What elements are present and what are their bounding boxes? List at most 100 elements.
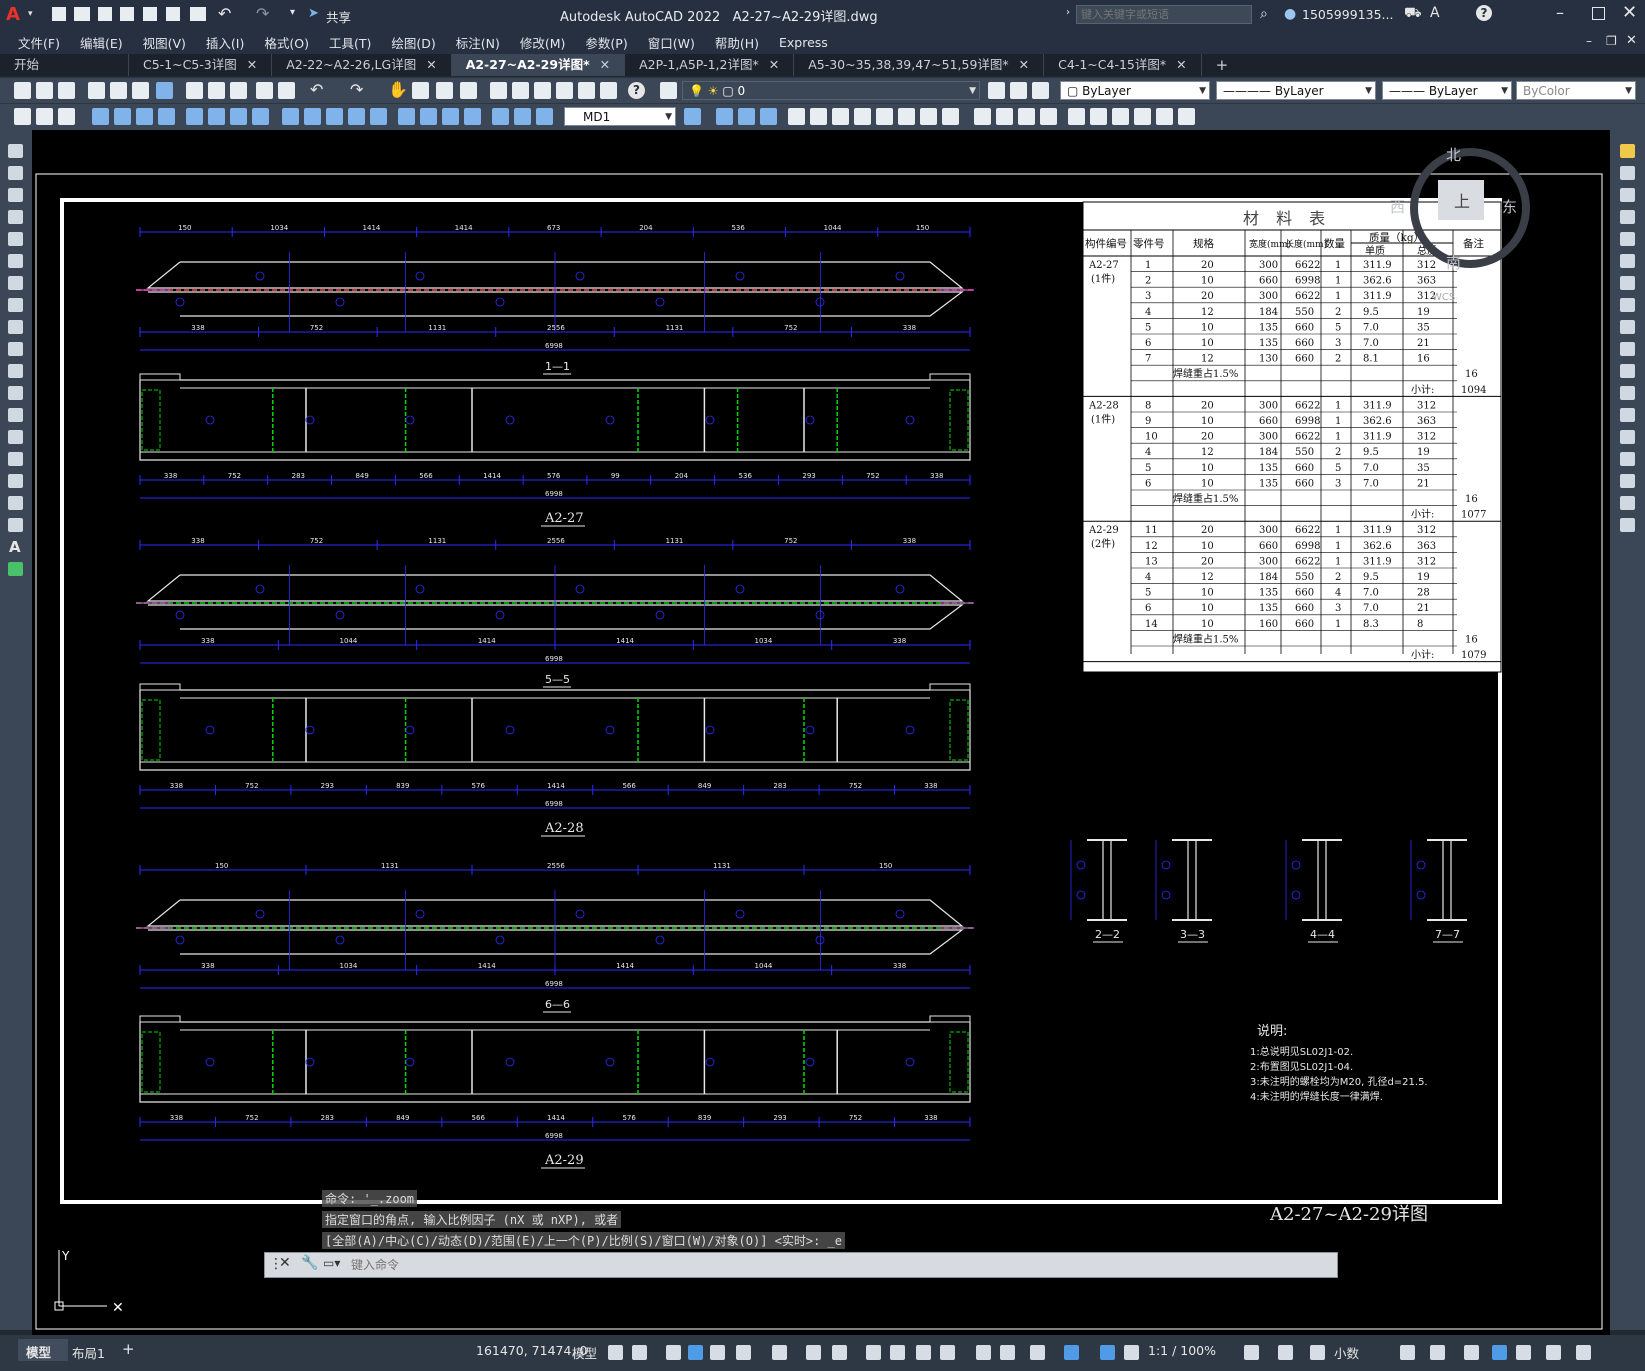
hardware-acceleration-icon[interactable]: [1492, 1345, 1507, 1360]
visual-style-icon[interactable]: [974, 108, 991, 125]
tab-close-icon[interactable]: ✕: [768, 57, 780, 72]
close-icon[interactable]: ✕: [1622, 2, 1638, 23]
markup-icon[interactable]: [578, 82, 595, 99]
zoom-window-icon[interactable]: [436, 82, 453, 99]
layer-states-icon[interactable]: [1032, 82, 1049, 99]
layer-iso-icon[interactable]: [36, 108, 53, 125]
units-icon[interactable]: [1310, 1345, 1325, 1360]
trim-icon[interactable]: [1620, 342, 1635, 356]
dim-text-edit-icon[interactable]: [514, 108, 531, 125]
tab-a2p[interactable]: A2P-1,A5P-1,2详图*✕: [625, 54, 795, 76]
ordinate-dim-icon[interactable]: [158, 108, 175, 125]
arc-icon[interactable]: [8, 254, 23, 268]
hidden-style-icon[interactable]: [996, 108, 1013, 125]
linear-dim-icon[interactable]: [92, 108, 109, 125]
menu-tools[interactable]: 工具(T): [328, 35, 372, 51]
menu-draw[interactable]: 绘图(D): [391, 35, 436, 51]
explode-icon[interactable]: [1620, 518, 1635, 532]
block-editor-icon[interactable]: [278, 82, 295, 99]
ucs-face-icon[interactable]: [854, 108, 871, 125]
break-point-icon[interactable]: [1620, 386, 1635, 400]
add-layout-icon[interactable]: +: [122, 1340, 135, 1358]
units-value[interactable]: 小数: [1334, 1346, 1360, 1361]
cart-icon[interactable]: ⛟: [1404, 5, 1422, 21]
fullscreen-icon[interactable]: [1576, 1345, 1591, 1360]
selection-filter-icon[interactable]: [1000, 1345, 1015, 1360]
circle-icon[interactable]: [8, 276, 23, 290]
selection-cycling-icon[interactable]: [916, 1345, 931, 1360]
3d-osnap-icon[interactable]: [940, 1345, 955, 1360]
revcloud-icon[interactable]: [8, 298, 23, 312]
ucs-view-icon[interactable]: [898, 108, 915, 125]
object-snap-icon[interactable]: [832, 1345, 847, 1360]
stretch-icon[interactable]: [1620, 320, 1635, 334]
menu-modify[interactable]: 修改(M): [519, 35, 566, 51]
menu-help[interactable]: 帮助(H): [714, 35, 759, 51]
gradient-icon[interactable]: [8, 474, 23, 488]
mirror-icon[interactable]: [1620, 188, 1635, 202]
layer-match-icon[interactable]: [14, 108, 31, 125]
radius-dim-icon[interactable]: [186, 108, 203, 125]
insert-block-icon[interactable]: [8, 386, 23, 400]
move-icon[interactable]: [1620, 254, 1635, 268]
dim-update-icon[interactable]: [536, 108, 553, 125]
construction-line-icon[interactable]: [8, 166, 23, 180]
ucs-previous-icon[interactable]: [832, 108, 849, 125]
new-tab-button[interactable]: +: [1215, 56, 1229, 74]
menu-window[interactable]: 窗口(W): [647, 35, 695, 51]
ucs-zaxis-icon[interactable]: [942, 108, 959, 125]
viewport-icon[interactable]: [1090, 108, 1107, 125]
tab-c5[interactable]: C5-1~C5-3详图✕: [129, 54, 273, 76]
erase-icon[interactable]: [1620, 144, 1635, 158]
jogged-dim-icon[interactable]: [208, 108, 225, 125]
pan-icon[interactable]: ✋: [388, 80, 408, 99]
copy-icon[interactable]: [208, 82, 225, 99]
model-tab[interactable]: 模型: [18, 1339, 68, 1361]
materials-icon[interactable]: [1156, 108, 1173, 125]
polyline-icon[interactable]: [8, 188, 23, 202]
region-icon[interactable]: [8, 496, 23, 510]
center-mark-icon[interactable]: [420, 108, 437, 125]
isodraft-icon[interactable]: [772, 1345, 787, 1360]
point-icon[interactable]: [8, 430, 23, 444]
menu-file[interactable]: 文件(F): [18, 35, 60, 51]
publish-icon[interactable]: [132, 82, 149, 99]
fillet-icon[interactable]: [1620, 474, 1635, 488]
sheet-set-icon[interactable]: [556, 82, 573, 99]
layer-off-icon[interactable]: [58, 108, 75, 125]
undo-icon[interactable]: ↶: [218, 4, 232, 23]
layer-previous-icon[interactable]: [1010, 82, 1027, 99]
match-properties-icon[interactable]: [256, 82, 273, 99]
close-icon[interactable]: ✕: [279, 1255, 291, 1271]
mtext-icon[interactable]: A: [9, 538, 21, 556]
share-icon[interactable]: ➤: [308, 6, 319, 21]
clean-screen-icon[interactable]: [1516, 1345, 1531, 1360]
ucs-object-icon[interactable]: [876, 108, 893, 125]
undo-icon[interactable]: ↶: [310, 80, 324, 99]
customize-icon[interactable]: 🔧: [301, 1255, 319, 1271]
dimstyle-combo[interactable]: MD1▼: [564, 107, 676, 126]
camera-icon[interactable]: [1178, 108, 1195, 125]
make-block-icon[interactable]: [8, 408, 23, 422]
autocad-logo-icon[interactable]: A: [6, 4, 20, 25]
ucs-world-icon[interactable]: [810, 108, 827, 125]
menu-view[interactable]: 视图(V): [142, 35, 186, 51]
auto-scale-icon[interactable]: [1100, 1345, 1115, 1360]
dim-style-manager-icon[interactable]: [684, 108, 701, 125]
customization-icon[interactable]: [1546, 1345, 1561, 1360]
offset-icon[interactable]: [1620, 210, 1635, 224]
dim-break-icon[interactable]: [370, 108, 387, 125]
design-center-icon[interactable]: [512, 82, 529, 99]
line-icon[interactable]: [8, 144, 23, 158]
plot-icon[interactable]: [190, 7, 206, 21]
dim-space-icon[interactable]: [348, 108, 365, 125]
polygon-icon[interactable]: [8, 210, 23, 224]
linetype-combo[interactable]: ———— ByLayer▼: [1216, 81, 1376, 100]
share-button[interactable]: 共享: [326, 10, 352, 25]
redo-icon[interactable]: ↷: [350, 80, 364, 99]
object-snap-tracking-icon[interactable]: [806, 1345, 821, 1360]
tab-close-icon[interactable]: ✕: [1176, 57, 1187, 72]
layer-combo[interactable]: 💡 ☀ ▢ 0 ▼: [682, 81, 980, 100]
workspace-gear-icon[interactable]: [1244, 1345, 1259, 1360]
